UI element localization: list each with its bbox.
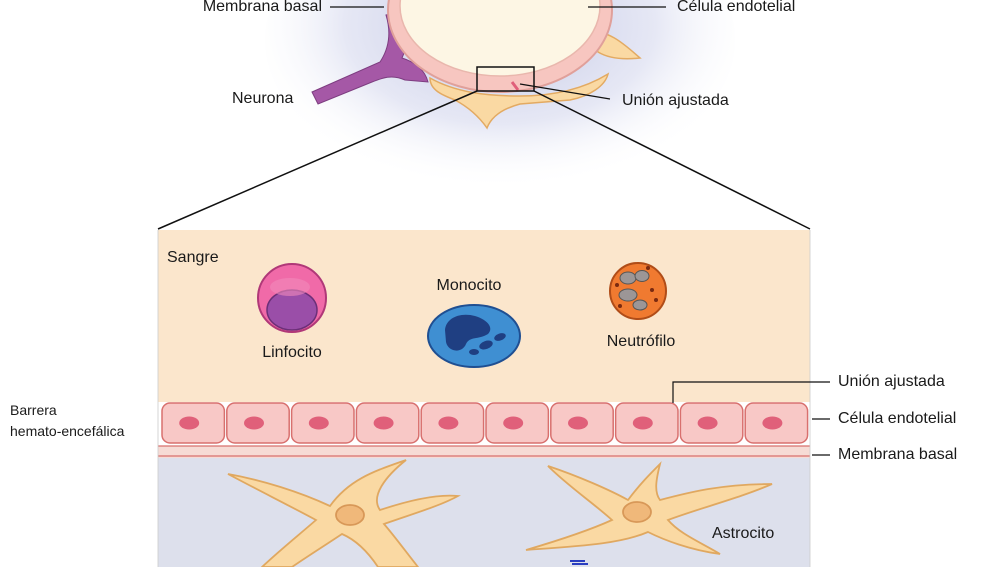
endothelial-nucleus bbox=[697, 416, 718, 430]
astrocyte-right bbox=[525, 461, 773, 555]
lymphocyte-cell bbox=[257, 263, 327, 333]
label-membrana-basal-top: Membrana basal bbox=[203, 0, 322, 15]
astrocyte-left bbox=[227, 459, 461, 567]
endothelial-nucleus bbox=[244, 416, 264, 430]
detail-panel: Sangre Linfocito Monocito bbox=[157, 230, 811, 567]
capillary-cross-section: Membrana basal Célula endotelial Neurona… bbox=[203, 0, 795, 190]
endothelial-nucleus bbox=[308, 416, 329, 430]
capillary-lumen bbox=[399, 0, 601, 77]
partial-blue-glyph bbox=[570, 560, 588, 565]
endothelial-nucleus bbox=[632, 416, 653, 430]
endothelial-nucleus bbox=[373, 416, 394, 430]
label-membrana-basal-detail: Membrana basal bbox=[838, 446, 957, 463]
label-sangre: Sangre bbox=[167, 249, 219, 266]
endothelial-cell-row bbox=[161, 402, 809, 444]
label-neurona: Neurona bbox=[232, 90, 293, 107]
right-labels: Unión ajustada Célula endotelial Membran… bbox=[672, 373, 957, 463]
basal-membrane-strip bbox=[158, 446, 810, 458]
label-barrera: Barrera bbox=[10, 402, 57, 418]
label-monocito: Monocito bbox=[437, 277, 502, 294]
label-astrocito: Astrocito bbox=[712, 525, 774, 542]
endothelial-nucleus bbox=[179, 416, 200, 430]
endothelial-nucleus bbox=[568, 416, 588, 430]
label-hemato-encefalica: hemato-encefálica bbox=[10, 423, 125, 439]
tight-junction-mark bbox=[510, 81, 520, 91]
label-union-ajustada-top: Unión ajustada bbox=[622, 92, 729, 109]
zoom-line-left bbox=[157, 90, 478, 230]
zoom-line-right bbox=[533, 90, 811, 230]
label-union-ajustada-detail: Unión ajustada bbox=[838, 373, 945, 390]
endothelial-nucleus bbox=[438, 416, 459, 430]
label-linfocito: Linfocito bbox=[262, 344, 322, 361]
label-celula-endotelial-top: Célula endotelial bbox=[677, 0, 795, 15]
neutrophil-cell bbox=[609, 262, 667, 320]
label-celula-endotelial-detail: Célula endotelial bbox=[838, 410, 956, 427]
endothelial-nucleus bbox=[503, 416, 524, 430]
zoom-box bbox=[476, 66, 535, 92]
label-neutrofilo: Neutrófilo bbox=[607, 333, 676, 350]
monocyte-cell bbox=[427, 304, 521, 368]
endothelial-nucleus bbox=[762, 416, 783, 430]
